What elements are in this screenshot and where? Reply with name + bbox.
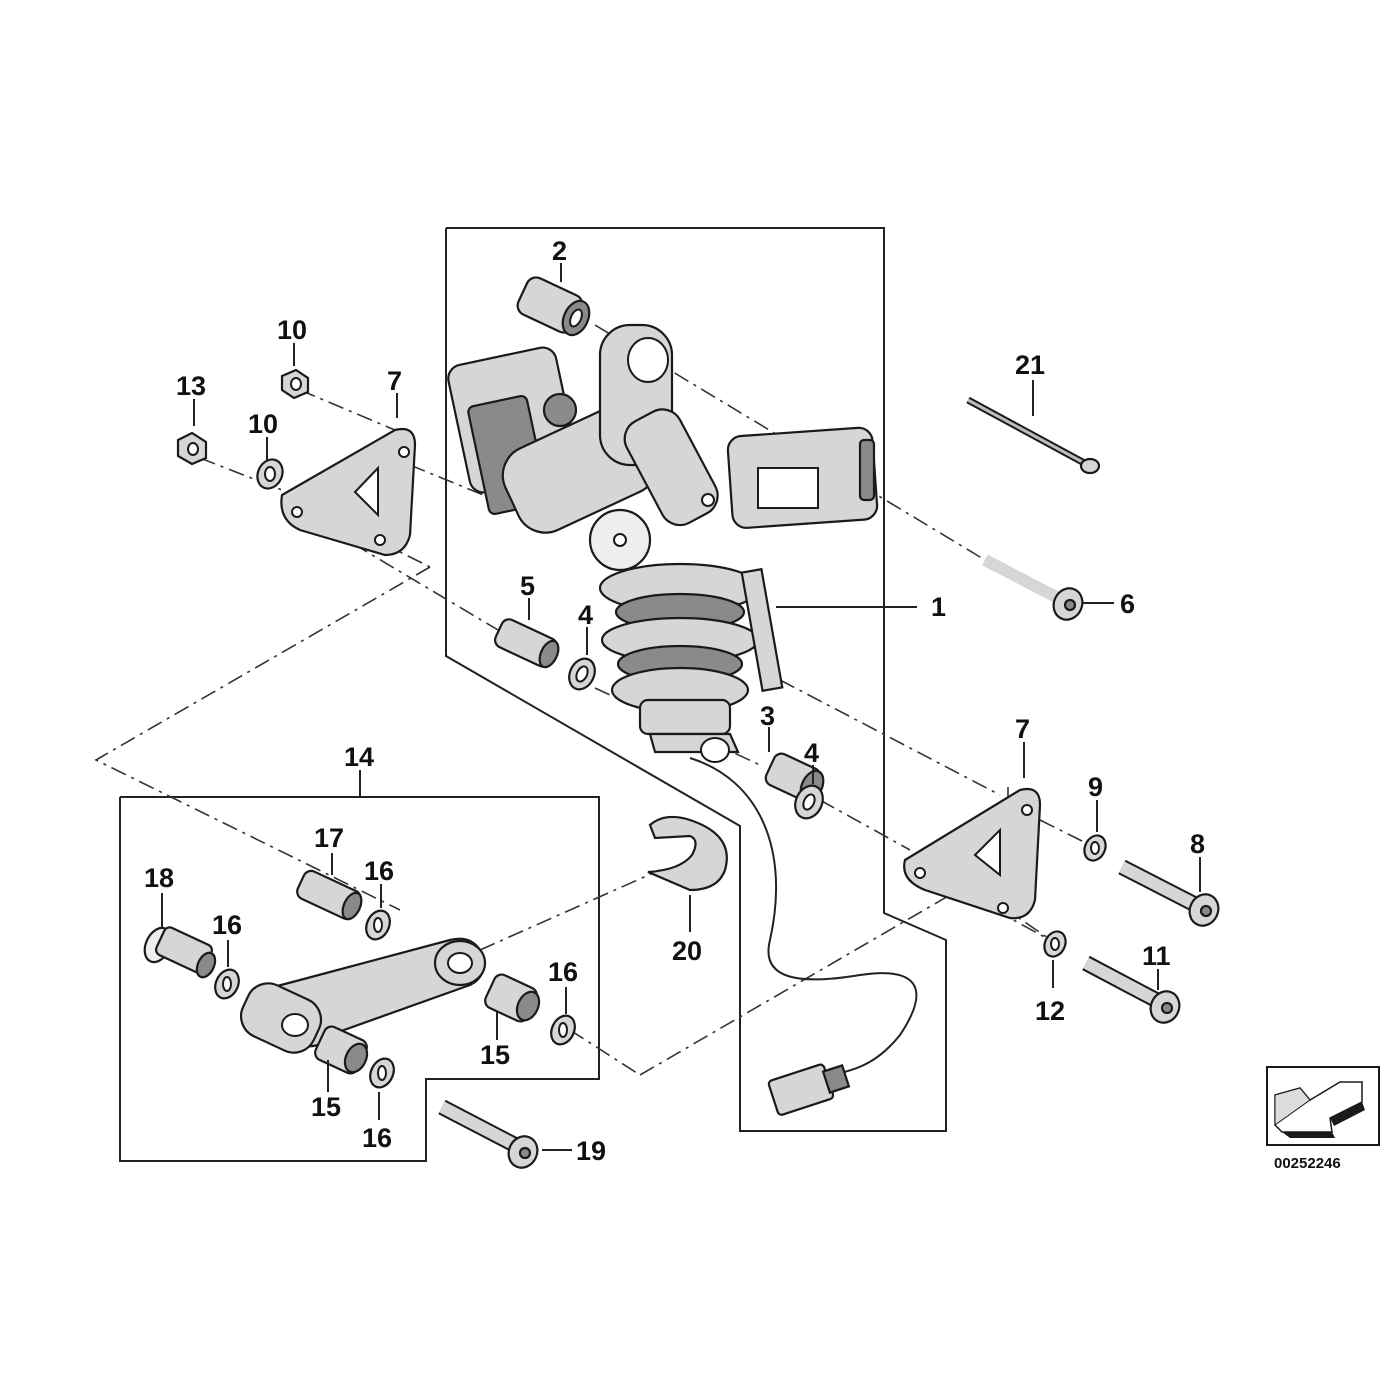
callout-16-c: 16 <box>548 957 578 987</box>
sleeve-part-17 <box>296 869 363 921</box>
callout-4-upper: 4 <box>578 600 593 630</box>
nut-part-10-lower <box>256 458 284 490</box>
callout-1: 1 <box>931 592 946 622</box>
callout-9: 9 <box>1088 772 1103 802</box>
callout-21: 21 <box>1015 350 1045 380</box>
callout-15-right: 15 <box>480 1040 510 1070</box>
bracket-part-7-left <box>280 427 417 557</box>
bolt-part-11 <box>1082 955 1181 1024</box>
assembly-dash-lines <box>94 324 1091 1076</box>
cable-tie-part-21 <box>966 396 1101 475</box>
callout-13: 13 <box>176 371 206 401</box>
callout-3: 3 <box>760 701 775 731</box>
callout-17: 17 <box>314 823 344 853</box>
callout-18: 18 <box>144 863 174 893</box>
callout-10-lower: 10 <box>248 409 278 439</box>
callout-5: 5 <box>520 571 535 601</box>
callout-12: 12 <box>1035 996 1065 1026</box>
document-number: 00252246 <box>1274 1155 1341 1172</box>
callout-6: 6 <box>1120 589 1135 619</box>
callout-7-left: 7 <box>387 366 402 396</box>
bolt-part-19 <box>438 1099 539 1169</box>
bushing-part-2 <box>516 276 591 337</box>
callout-11: 11 <box>1142 941 1171 971</box>
clip-part-20 <box>647 815 728 892</box>
callout-8: 8 <box>1190 829 1205 859</box>
shock-absorber-part-1 <box>447 323 918 1076</box>
bracket-part-7-right <box>903 787 1042 920</box>
callout-16-b: 16 <box>212 910 242 940</box>
sleeve-part-5 <box>494 618 560 669</box>
direction-arrow-icon <box>1266 1066 1380 1146</box>
nut-part-13 <box>176 431 208 466</box>
flanged-sleeve-part-18 <box>143 926 217 979</box>
callout-20: 20 <box>672 936 702 966</box>
connector-plug <box>767 1063 851 1116</box>
callout-4-lower: 4 <box>804 738 819 768</box>
callout-7-right: 7 <box>1015 714 1030 744</box>
bushing-part-15-right <box>484 973 541 1023</box>
nut-part-10-upper <box>280 368 310 400</box>
callout-16-d: 16 <box>362 1123 392 1153</box>
callout-2: 2 <box>552 236 567 266</box>
assembly-frame-linkage <box>119 796 600 1162</box>
bolt-part-6 <box>982 554 1084 621</box>
callout-16-a: 16 <box>364 856 394 886</box>
callout-15-left: 15 <box>311 1092 341 1122</box>
link-lever-part-14 <box>239 937 487 1054</box>
callout-19: 19 <box>576 1136 606 1166</box>
callout-14: 14 <box>344 742 374 772</box>
callout-labels: 1 2 3 4 4 5 6 7 7 8 9 10 10 11 12 13 14 … <box>144 236 1205 1166</box>
assembly-frame-shock <box>445 227 947 1132</box>
leader-lines <box>161 263 1201 1151</box>
callout-10-upper: 10 <box>277 315 307 345</box>
bolt-part-8 <box>1118 859 1220 927</box>
